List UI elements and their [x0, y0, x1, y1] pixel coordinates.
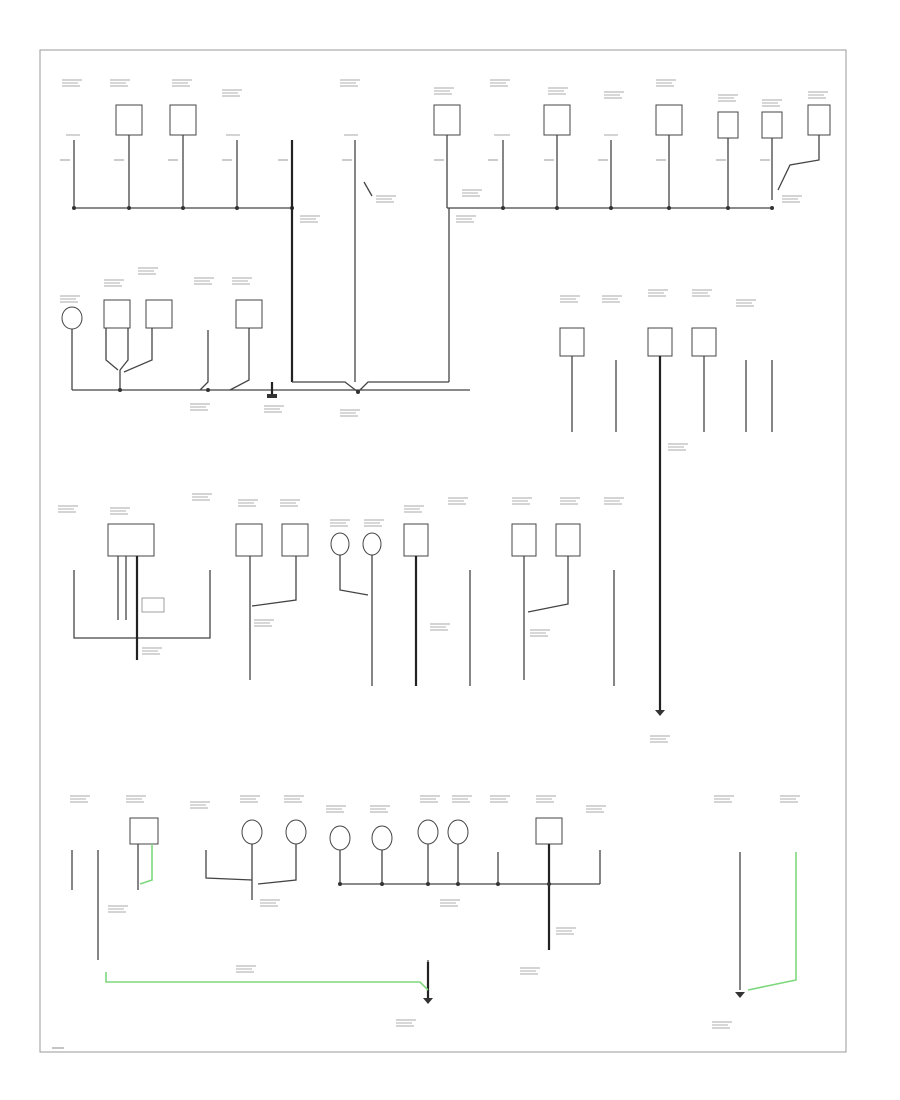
component-box — [115, 104, 143, 136]
connector-block — [141, 597, 165, 613]
lamp — [362, 532, 382, 556]
second-section — [59, 267, 470, 417]
component-box — [103, 299, 131, 329]
lamp — [447, 819, 469, 845]
component-box — [107, 523, 155, 557]
lamp — [61, 306, 83, 330]
third-section — [57, 493, 625, 686]
component-box — [555, 523, 581, 557]
component-box — [145, 299, 173, 329]
bottom-section — [69, 795, 801, 1029]
component-box — [807, 104, 831, 136]
green-wire — [747, 852, 797, 991]
component-box — [717, 111, 739, 139]
lamp — [241, 819, 263, 845]
component-box — [235, 299, 263, 329]
ground-symbol — [423, 998, 433, 1004]
component-box — [281, 523, 309, 557]
top-section — [60, 79, 831, 382]
component-box — [647, 327, 673, 357]
component-box — [655, 104, 683, 136]
lamp — [417, 819, 439, 845]
diagram-frame — [39, 49, 847, 1053]
ground-symbol — [267, 394, 277, 398]
lamp — [329, 825, 351, 851]
lamp — [371, 825, 393, 851]
component-box — [691, 327, 717, 357]
lamp — [285, 819, 307, 845]
ground-symbol — [655, 710, 665, 716]
green-wire — [105, 972, 429, 991]
lamp — [330, 532, 350, 556]
ground-symbol — [735, 992, 745, 998]
component-box — [535, 817, 563, 845]
component-box — [129, 817, 159, 845]
component-box — [235, 523, 263, 557]
component-box — [511, 523, 537, 557]
component-box — [169, 104, 197, 136]
component-box — [543, 104, 571, 136]
component-box — [433, 104, 461, 136]
component-box — [403, 523, 429, 557]
green-wire — [139, 844, 153, 885]
component-box — [761, 111, 783, 139]
component-box — [559, 327, 585, 357]
right-middle-section — [559, 289, 773, 743]
